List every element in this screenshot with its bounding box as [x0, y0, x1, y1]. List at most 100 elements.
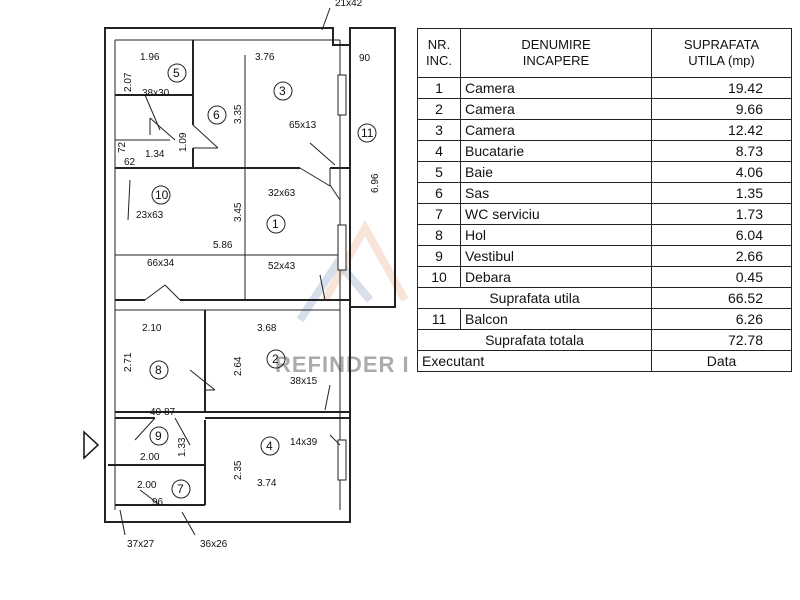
dimension-label: 36x26	[200, 539, 228, 550]
executant-label: Executant	[417, 350, 652, 372]
dimension-label: 1.33	[177, 437, 188, 457]
table-header-row: NR. INC. DENUMIRE INCAPERE SUPRAFATA UTI…	[417, 28, 792, 78]
row-nr: 10	[417, 266, 461, 288]
row-name: Camera	[460, 98, 652, 120]
dimension-label: 1.96	[140, 52, 160, 63]
row-area: 4.06	[651, 161, 792, 183]
row-area: 1.35	[651, 182, 792, 204]
dimension-label: 2.00	[137, 480, 157, 491]
header-nr-text: NR. INC.	[426, 37, 452, 68]
balcony-name: Balcon	[460, 308, 652, 330]
room-number: 9	[155, 429, 162, 443]
dimension-label: 65x13	[289, 120, 317, 131]
total-area-row: Suprafata totala 72.78	[417, 329, 792, 351]
room-number: 2	[272, 352, 279, 366]
dimension-label: 3.76	[255, 52, 275, 63]
row-name: WC serviciu	[460, 203, 652, 225]
header-area-text: SUPRAFATA UTILA (mp)	[683, 37, 760, 68]
dimension-label: 52x43	[268, 261, 296, 272]
dimension-label: 87	[164, 407, 176, 418]
dimension-label: 1.09	[178, 132, 189, 152]
dimension-label: 3.74	[257, 478, 277, 489]
dimension-label: 2.10	[142, 323, 162, 334]
row-name: Hol	[460, 224, 652, 246]
leader-lines	[119, 7, 341, 536]
dimension-labels: 21x42 1.96 3.76 90 2.07 38x30 3.35 1.09 …	[117, 0, 381, 550]
row-name: Debara	[460, 266, 652, 288]
row-nr: 3	[417, 119, 461, 141]
dimension-label: 3.45	[233, 202, 244, 222]
dimension-label: 2.00	[140, 452, 160, 463]
dimension-label: 6.96	[370, 173, 381, 193]
useful-area-row: Suprafata utila 66.52	[417, 287, 792, 309]
dimension-label: 37x27	[127, 539, 155, 550]
row-name: Camera	[460, 119, 652, 141]
row-nr: 1	[417, 77, 461, 99]
room-area-table: NR. INC. DENUMIRE INCAPERE SUPRAFATA UTI…	[417, 28, 792, 372]
row-area: 0.45	[651, 266, 792, 288]
useful-area-value: 66.52	[651, 287, 792, 309]
windows	[337, 74, 347, 481]
row-area: 9.66	[651, 98, 792, 120]
dimension-label: 21x42	[335, 0, 363, 9]
floor-plan: REFINDER IMOB	[83, 0, 410, 550]
dimension-label: 2.64	[233, 356, 244, 376]
dimension-label: 38x30	[142, 88, 170, 99]
header-area: SUPRAFATA UTILA (mp)	[651, 28, 792, 78]
dimension-label: 14x39	[290, 437, 318, 448]
dimension-label: 2.07	[123, 72, 134, 92]
total-area-value: 72.78	[651, 329, 792, 351]
room-number: 3	[279, 84, 286, 98]
useful-area-label: Suprafata utila	[417, 287, 652, 309]
header-name-text: DENUMIRE INCAPERE	[521, 37, 591, 68]
row-name: Camera	[460, 77, 652, 99]
room-number: 4	[266, 439, 273, 453]
row-area: 2.66	[651, 245, 792, 267]
dimension-label: 38x15	[290, 376, 318, 387]
total-area-label: Suprafata totala	[417, 329, 652, 351]
room-number: 10	[155, 188, 169, 202]
row-area: 6.04	[651, 224, 792, 246]
dimension-label: 3.68	[257, 323, 277, 334]
balcony-area: 6.26	[651, 308, 792, 330]
row-name: Bucatarie	[460, 140, 652, 162]
row-nr: 5	[417, 161, 461, 183]
row-area: 1.73	[651, 203, 792, 225]
room-number: 1	[272, 217, 279, 231]
header-nr: NR. INC.	[417, 28, 461, 78]
dimension-label: 23x63	[136, 210, 164, 221]
row-name: Sas	[460, 182, 652, 204]
dimension-label: 5.86	[213, 240, 233, 251]
room-number: 11	[361, 126, 374, 140]
entrance-arrow-icon	[83, 430, 100, 460]
room-markers: 5 3 6 11 10 1 8 2 9 4 7	[149, 63, 377, 499]
date-label: Data	[651, 350, 792, 372]
room-number: 6	[213, 108, 220, 122]
dimension-label: 96	[152, 497, 164, 508]
dimension-label: 2.35	[233, 460, 244, 480]
row-nr: 8	[417, 224, 461, 246]
room-number: 7	[177, 482, 184, 496]
balcony-nr: 11	[417, 308, 461, 330]
dimension-label: 32x63	[268, 188, 296, 199]
executant-row: Executant Data	[417, 350, 792, 372]
dimension-label: 40	[150, 407, 162, 418]
row-area: 8.73	[651, 140, 792, 162]
row-nr: 9	[417, 245, 461, 267]
row-name: Baie	[460, 161, 652, 183]
row-area: 19.42	[651, 77, 792, 99]
balcony-row: 11 Balcon 6.26	[417, 308, 792, 330]
outer-wall	[104, 27, 396, 523]
row-area: 12.42	[651, 119, 792, 141]
dimension-label: 72	[117, 141, 128, 153]
row-nr: 2	[417, 98, 461, 120]
